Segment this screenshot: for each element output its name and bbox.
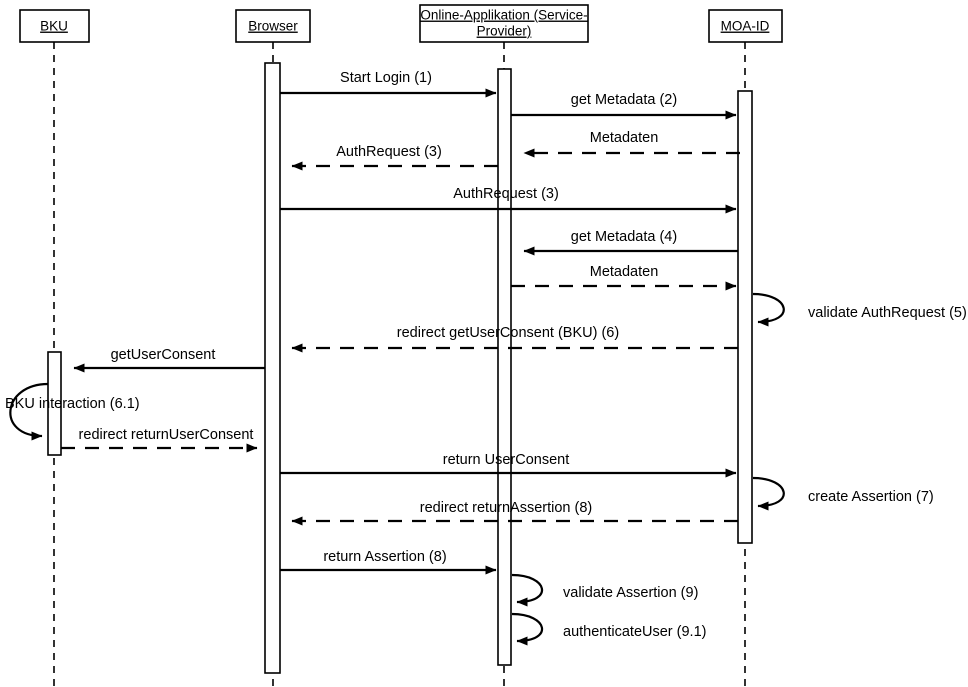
- message-label-metadaten-1: Metadaten: [590, 130, 659, 146]
- message-start-login[interactable]: Start Login (1): [280, 70, 497, 98]
- participant-label-browser: Browser: [248, 19, 298, 34]
- message-getuserconsent[interactable]: getUserConsent: [73, 347, 265, 373]
- message-metadaten-2[interactable]: Metadaten: [511, 264, 737, 291]
- message-authrequest-redirect[interactable]: AuthRequest (3): [291, 144, 498, 171]
- activation-bar-oa: [497, 68, 512, 666]
- message-label-authrequest-post: AuthRequest (3): [453, 186, 559, 202]
- message-label-metadaten-2: Metadaten: [590, 264, 659, 280]
- participant-box-moa-id[interactable]: [708, 9, 783, 43]
- message-authenticate-user[interactable]: authenticateUser (9.1): [511, 612, 706, 646]
- message-label-authenticate-user: authenticateUser (9.1): [563, 624, 706, 640]
- participant-label-online-applikation-line2: Provider): [477, 24, 532, 39]
- message-create-assertion[interactable]: create Assertion (7): [752, 476, 934, 511]
- message-arrow-authenticate-user[interactable]: [511, 612, 544, 646]
- message-label-redirect-getuserconsent: redirect getUserConsent (BKU) (6): [397, 325, 619, 341]
- message-label-create-assertion: create Assertion (7): [808, 489, 934, 505]
- participant-label-moa-id: MOA-ID: [721, 19, 770, 34]
- message-validate-assertion[interactable]: validate Assertion (9): [511, 573, 698, 607]
- message-label-validate-assertion: validate Assertion (9): [563, 585, 698, 601]
- message-redirect-getuserconsent[interactable]: redirect getUserConsent (BKU) (6): [291, 325, 738, 353]
- message-bku-interaction[interactable]: BKU interaction (6.1): [5, 382, 140, 441]
- message-label-get-metadata-4: get Metadata (4): [571, 229, 677, 245]
- message-return-assertion[interactable]: return Assertion (8): [280, 549, 497, 575]
- message-arrow-bku-interaction[interactable]: [9, 382, 49, 441]
- participant-online-applikation[interactable]: Online-Applikation (Service- Provider): [419, 4, 589, 43]
- participant-moa-id[interactable]: MOA-ID: [708, 9, 783, 43]
- message-label-bku-interaction: BKU interaction (6.1): [5, 396, 140, 412]
- participant-browser[interactable]: Browser: [235, 9, 311, 43]
- participant-box-bku[interactable]: [19, 9, 90, 43]
- message-arrow-validate-authrequest[interactable]: [752, 292, 785, 327]
- message-arrow-create-assertion[interactable]: [752, 476, 785, 511]
- activation-bar-browser: [264, 62, 281, 674]
- message-label-return-assertion: return Assertion (8): [323, 549, 446, 565]
- message-label-getuserconsent: getUserConsent: [111, 347, 216, 363]
- participant-headers: BKU Browser Online-Applikation (Service-…: [19, 4, 783, 43]
- message-get-metadata-4[interactable]: get Metadata (4): [523, 229, 738, 256]
- participant-bku[interactable]: BKU: [19, 9, 90, 43]
- activation-bar-moaid: [737, 90, 753, 544]
- activation-bars: [47, 62, 753, 674]
- message-metadaten-1[interactable]: Metadaten: [523, 130, 740, 158]
- message-redirect-returnassertion[interactable]: redirect returnAssertion (8): [291, 500, 738, 526]
- message-label-start-login: Start Login (1): [340, 70, 432, 86]
- participant-box-online-applikation[interactable]: [419, 4, 589, 43]
- message-label-authrequest-redirect: AuthRequest (3): [336, 144, 442, 160]
- participant-box-browser[interactable]: [235, 9, 311, 43]
- message-label-validate-authrequest: validate AuthRequest (5): [808, 305, 967, 321]
- activation-bar-bku: [47, 351, 62, 456]
- message-get-metadata-2[interactable]: get Metadata (2): [511, 92, 737, 120]
- message-return-userconsent[interactable]: return UserConsent: [280, 452, 737, 478]
- participant-label-online-applikation-line1: Online-Applikation (Service-: [420, 8, 587, 23]
- message-arrow-validate-assertion[interactable]: [511, 573, 544, 607]
- message-redirect-returnuserconsent[interactable]: redirect returnUserConsent: [61, 427, 258, 453]
- message-label-get-metadata-2: get Metadata (2): [571, 92, 677, 108]
- message-authrequest-post[interactable]: AuthRequest (3): [280, 186, 737, 214]
- message-label-redirect-returnuserconsent: redirect returnUserConsent: [79, 427, 254, 443]
- participant-label-bku: BKU: [40, 19, 68, 34]
- message-validate-authrequest[interactable]: validate AuthRequest (5): [752, 292, 967, 327]
- message-label-return-userconsent: return UserConsent: [443, 452, 570, 468]
- message-label-redirect-returnassertion: redirect returnAssertion (8): [420, 500, 592, 516]
